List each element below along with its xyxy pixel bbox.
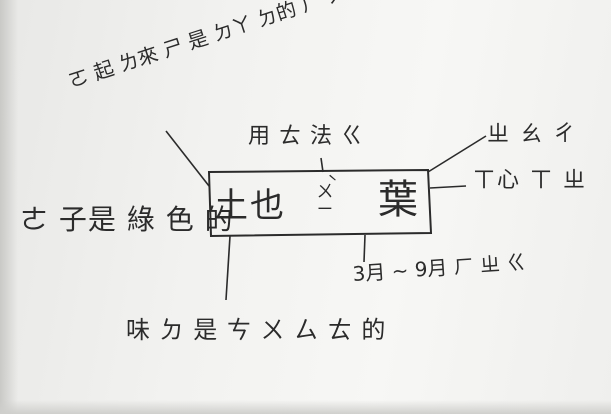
branch-text-left: ㄜ 子是 綠 色 的 [20,203,234,236]
paper-shadow-bottom [0,400,611,414]
branch-text-top-right: ㄓ ㄠ ㄔ [487,122,577,147]
paper-shadow-left [0,0,18,414]
branch-line-right [429,185,467,189]
center-char-right: 葉 [378,177,418,223]
branch-line-top-right [427,135,487,173]
branch-text-bottom-left: 味 ㄉ 是 ㄘ ㄨ ㄙ ㄊ 的 [126,316,387,344]
center-char-middle-zhuyin: ㄨ̀ ㄧ [316,182,334,220]
branch-line-top-left [165,130,210,187]
branch-line-bottom-right [363,234,366,263]
branch-line-top-middle [320,157,324,173]
branch-text-right: ㄒ心 ㄒ ㄓ [473,168,587,193]
branch-text-top-middle: 用 ㄊ 法 ㄍ [248,124,364,149]
branch-line-bottom-left [225,235,231,301]
center-box-outline [207,168,433,238]
center-char-left: 土也 [214,186,286,226]
